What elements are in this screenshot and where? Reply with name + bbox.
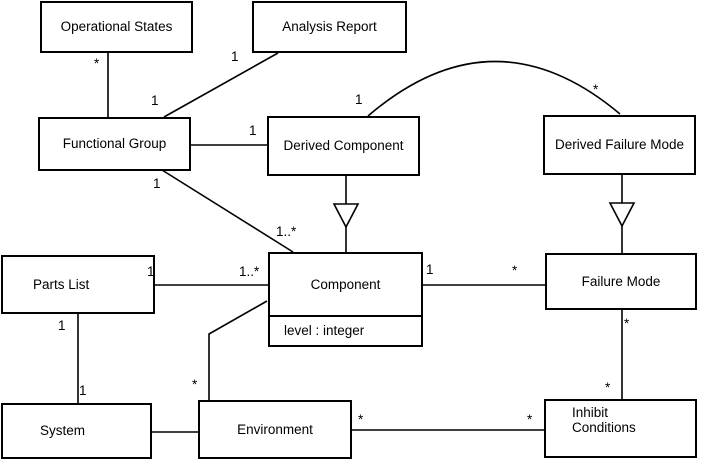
class-functional-group[interactable]: Functional Group [38,117,191,171]
class-derived-failure-mode[interactable]: Derived Failure Mode [543,115,696,175]
multiplicity-failure-mode-end: * [624,316,630,331]
multiplicity-parts-list-end: 1 [147,264,155,279]
multiplicity-component-end: 1..* [239,264,260,279]
multiplicity-operational-states-end: * [94,56,100,71]
multiplicity-functional-group-end: 1 [153,176,161,191]
generalization-derived-component-component [332,176,360,252]
class-attribute: level : integer [284,323,365,338]
class-analysis-report[interactable]: Analysis Report [252,1,407,53]
class-failure-mode[interactable]: Failure Mode [545,253,697,310]
multiplicity-component-end: 1 [426,262,434,277]
class-name: Derived Component [283,138,404,153]
multiplicity-functional-group-end: 1 [151,93,159,108]
class-name: Inhibit Conditions [572,405,636,435]
multiplicity-inhibit-conditions-end: * [527,412,533,427]
class-attributes-compartment: level : integer [270,317,421,345]
multiplicity-component-end: 1..* [276,224,297,239]
generalization-triangle-icon [332,203,360,229]
class-name: Environment [237,421,313,437]
class-name: Functional Group [62,136,167,151]
class-derived-component[interactable]: Derived Component [267,116,420,176]
class-name: Analysis Report [282,19,377,34]
multiplicity-derived-failure-mode-end: * [593,82,599,97]
association-derived-component-derived-failure-mode [367,60,621,117]
class-operational-states[interactable]: Operational States [40,1,193,53]
class-system[interactable]: System [1,403,152,459]
multiplicity-environment-end: * [358,412,364,427]
generalization-triangle-icon [608,202,636,228]
class-environment[interactable]: Environment [198,400,352,459]
class-name-compartment: Component [270,254,421,317]
association-component-environment [208,300,268,400]
multiplicity-derived-component-end: 1 [249,123,257,138]
multiplicity-derived-component-end: 1 [355,92,363,107]
class-name: Failure Mode [581,273,661,289]
class-name: Component [310,276,381,292]
association-functional-group-component [161,169,294,253]
multiplicity-analysis-report-end: 1 [231,49,239,64]
class-name: Derived Failure Mode [554,137,685,152]
class-name: System [40,423,86,438]
class-component[interactable]: Component level : integer [268,252,423,347]
multiplicity-system-end: 1 [79,383,87,398]
class-name: Parts List [33,276,90,292]
association-analysis-report-functional-group [163,52,279,118]
multiplicity-inhibit-conditions-end: * [605,380,611,395]
multiplicity-environment-end: * [192,377,198,392]
class-name: Operational States [60,19,173,34]
multiplicity-failure-mode-end: * [512,263,518,278]
class-parts-list[interactable]: Parts List [1,255,155,314]
generalization-derived-failure-mode-failure-mode [608,175,636,253]
multiplicity-parts-list-end: 1 [58,318,66,333]
class-inhibit-conditions[interactable]: Inhibit Conditions [544,399,697,458]
